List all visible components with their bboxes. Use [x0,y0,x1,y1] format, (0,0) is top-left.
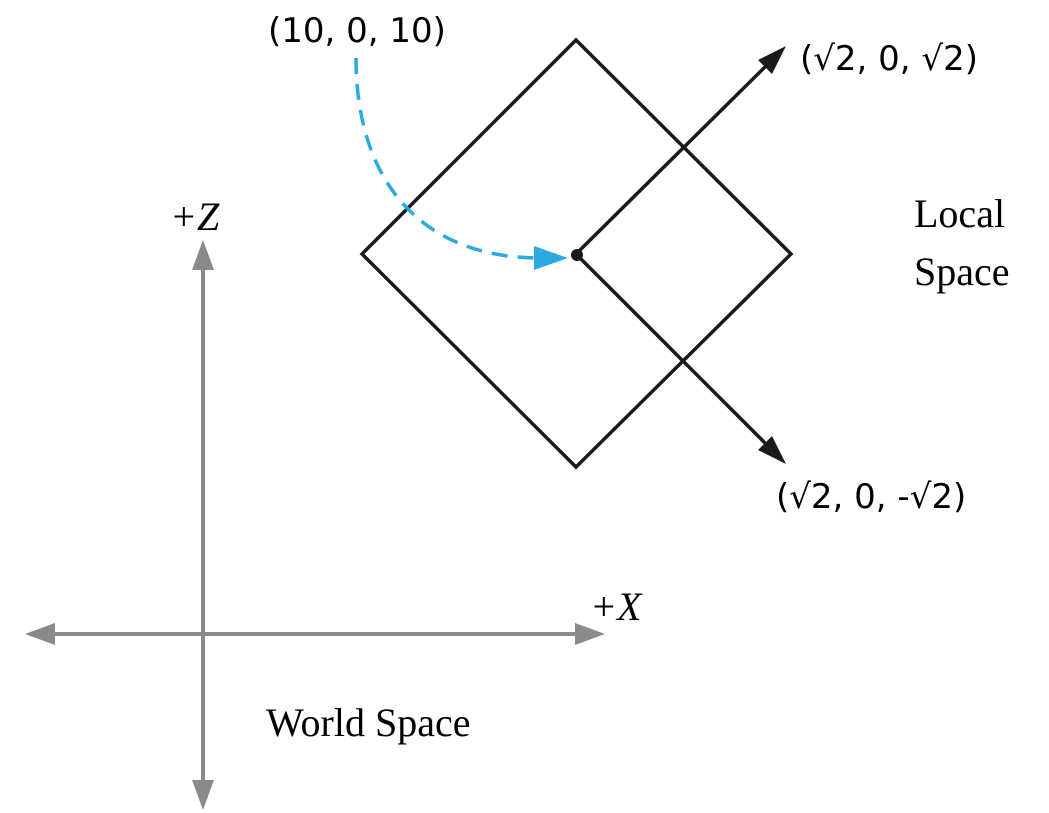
world-space-caption: World Space [266,700,471,745]
local-space: (√2, 0, √2) (√2, 0, -√2) Local Space [359,37,1010,517]
world-z-arrowhead-bottom [192,780,214,810]
translation-dashed-arc [354,57,541,260]
local-origin-point [571,249,583,261]
local-axis-2-label: (√2, 0, -√2) [776,477,966,517]
local-axis-2 [574,252,770,448]
local-axis-1-label: (√2, 0, √2) [800,39,978,79]
world-x-arrowhead-right [575,623,605,645]
world-z-arrowhead-top [192,240,214,270]
world-axes: +Z +X World Space [25,194,643,810]
local-axis-1-arrowhead [758,46,786,74]
local-axis-1 [574,60,772,256]
world-z-label: +Z [170,194,220,239]
world-x-label: +X [590,584,643,629]
translation-arrowhead [534,246,568,270]
world-x-arrowhead-left [25,623,55,645]
local-space-caption-line1: Local [914,191,1005,236]
local-axis-2-arrowhead [758,436,786,464]
local-space-caption-line2: Space [914,249,1010,294]
translation: (10, 0, 10) [268,11,568,270]
translation-label: (10, 0, 10) [268,11,446,51]
local-space-square [359,37,794,470]
